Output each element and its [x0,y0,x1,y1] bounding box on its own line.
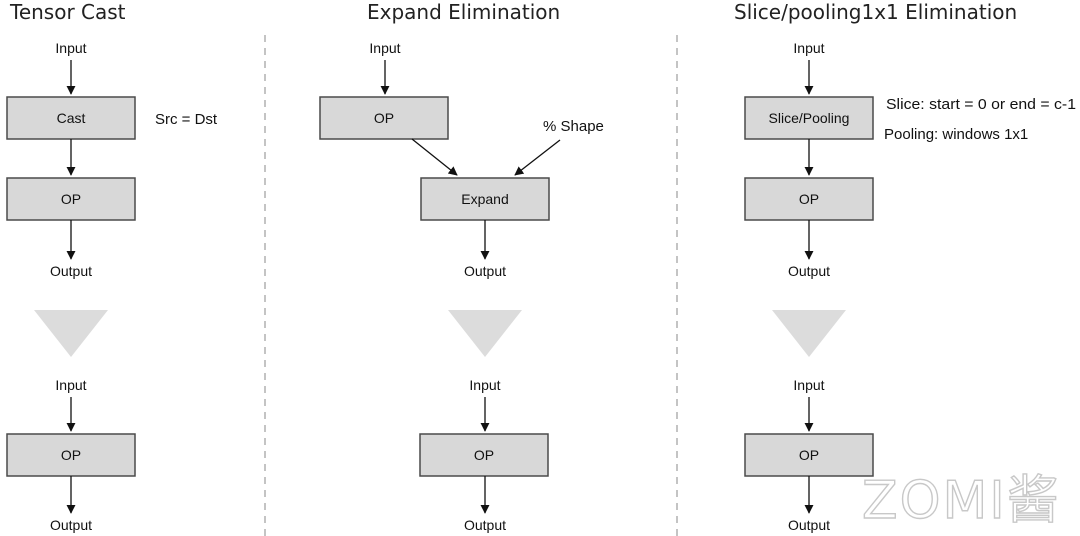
expand-node [420,177,550,221]
op-node-label: OP [61,191,81,207]
watermark-logo: ZOMI酱 [862,471,1061,531]
panel-tensor-cast: Tensor Cast Input Cast Src = Dst OP Outp… [6,0,218,533]
slice-pooling-node [744,96,874,140]
op-node [419,433,549,477]
edge-shape-to-expand [514,139,561,176]
transform-arrow [34,310,108,357]
input-label: Input [55,40,86,56]
transform-arrow [772,310,846,357]
cast-node-label: Cast [57,110,86,126]
input-label: Input [793,377,824,393]
slice-pooling-node-label: Slice/Pooling [769,110,850,126]
input-label: Input [55,377,86,393]
panel-expand-elimination: Expand Elimination Input OP % Shape Expa… [319,0,604,533]
input-label: Input [469,377,500,393]
input-label: Input [369,40,400,56]
output-label: Output [464,517,506,533]
pooling-condition-note: Pooling: windows 1x1 [884,126,1028,143]
panel-slice-pooling-elimination: Slice/pooling1x1 Elimination Input Slice… [734,0,1076,533]
panel-title-tensor-cast: Tensor Cast [9,0,126,24]
op-node-label: OP [474,447,494,463]
op-node [6,433,136,477]
expand-node-label: Expand [461,191,508,207]
shape-label: % Shape [543,118,604,135]
op-node-label: OP [799,191,819,207]
output-label: Output [464,263,506,279]
panel-title-slice: Slice/pooling1x1 Elimination [734,0,1017,24]
src-dst-note: Src = Dst [155,111,218,128]
op-node-label: OP [61,447,81,463]
op-node [744,433,874,477]
input-label: Input [793,40,824,56]
cast-node [6,96,136,140]
output-label: Output [788,517,830,533]
output-label: Output [788,263,830,279]
panel-title-expand: Expand Elimination [367,0,560,24]
op-node [319,96,449,140]
op-node [744,177,874,221]
output-label: Output [50,263,92,279]
slice-condition-note: Slice: start = 0 or end = c-1 [886,96,1076,113]
edge-op-to-expand [411,138,458,176]
op-node-label: OP [799,447,819,463]
op-node-label: OP [374,110,394,126]
output-label: Output [50,517,92,533]
transform-arrow [448,310,522,357]
